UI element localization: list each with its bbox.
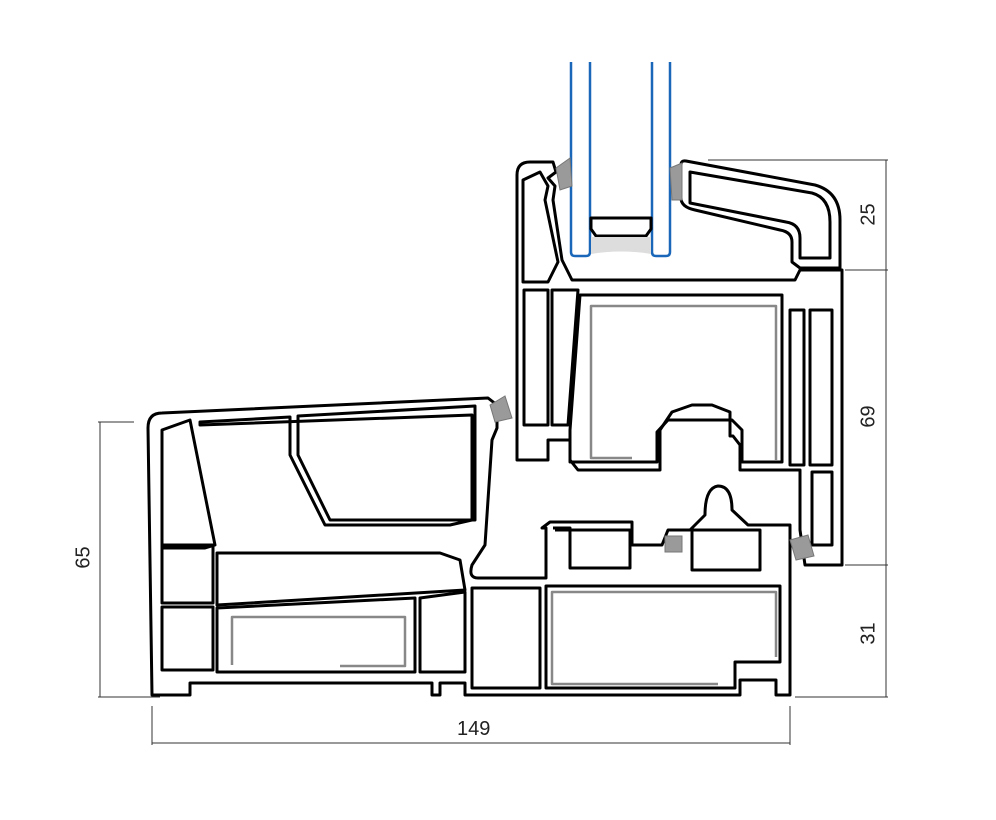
frame-reinforcement-right <box>550 590 778 686</box>
sash-main-chamber <box>568 293 784 464</box>
frame-chamber-d <box>215 596 417 674</box>
frame-upper-chamber-right <box>296 404 477 522</box>
frame-upper-chamber <box>198 413 474 527</box>
frame-chamber-e <box>418 590 467 674</box>
frame-rebate-right <box>690 528 762 572</box>
frame-reinforcement-left <box>230 615 407 668</box>
dimension-label-31: 31 <box>857 622 880 645</box>
glass-spacer <box>589 216 653 238</box>
gasket-center <box>664 535 683 553</box>
frame-chamber-c <box>215 551 467 607</box>
frame-inner-rebate <box>553 526 632 570</box>
frame-chamber-main <box>544 584 782 690</box>
sash-cap-chamber <box>521 170 560 284</box>
sash-chamber-right-3 <box>810 470 834 547</box>
frame-profile <box>146 396 792 697</box>
frame-chamber-f <box>470 586 542 690</box>
gaskets <box>489 157 815 561</box>
glass-panes <box>569 62 672 258</box>
glazing-bead-chamber <box>688 170 832 260</box>
sash-profile <box>515 160 844 567</box>
glazing-bead <box>679 159 842 270</box>
sash-chamber-right-2 <box>808 308 834 467</box>
gasket-glass-outer <box>669 162 683 201</box>
gasket-glass-inner <box>555 157 573 191</box>
gasket-frame-top <box>489 395 513 423</box>
sash-chamber-right <box>788 308 806 467</box>
dimension-label-65: 65 <box>72 546 95 569</box>
dimension-label-25: 25 <box>857 203 880 226</box>
dimension-lines <box>98 159 888 745</box>
dimension-label-149: 149 <box>457 718 491 740</box>
frame-chamber-b <box>160 605 215 672</box>
sash-chamber-left-2 <box>550 288 580 427</box>
gasket-frame-right <box>789 534 815 561</box>
frame-chamber-a <box>160 543 215 605</box>
secondary-sealant <box>591 237 651 254</box>
dimension-label-69: 69 <box>857 405 880 428</box>
sash-chamber-left <box>522 288 550 427</box>
sash-reinforcement <box>589 304 778 460</box>
